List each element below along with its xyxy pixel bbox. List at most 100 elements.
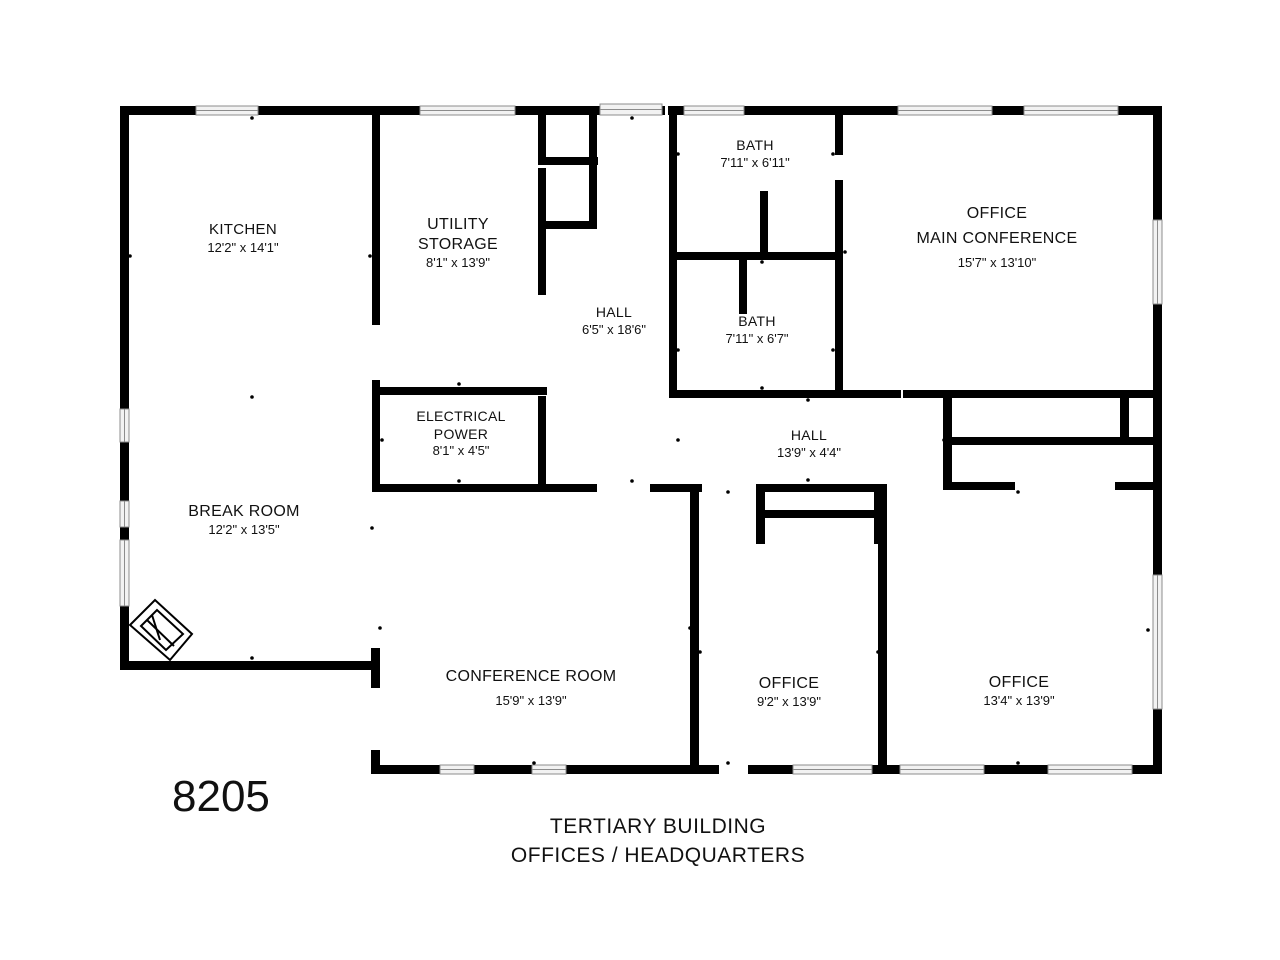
wall-segment — [756, 484, 883, 492]
wall-segment — [669, 115, 677, 398]
room-name: MAIN CONFERENCE — [916, 230, 1078, 247]
room-dimensions: 13'4" x 13'9" — [983, 693, 1055, 708]
door-mark — [806, 398, 810, 402]
wall-segment — [760, 191, 768, 260]
door-mark — [457, 382, 461, 386]
door-mark — [676, 438, 680, 442]
room-dimensions: 8'1" x 13'9" — [425, 255, 491, 270]
wall-segment — [739, 258, 747, 314]
room-name: HALL — [595, 304, 633, 320]
door-mark — [676, 152, 680, 156]
door-mark — [676, 348, 680, 352]
room-dimensions: 9'2" x 13'9" — [756, 694, 822, 709]
wall-segment — [538, 115, 546, 157]
door-mark — [876, 650, 880, 654]
door-mark — [806, 478, 810, 482]
wall-segment — [372, 115, 380, 325]
door-mark — [542, 250, 546, 254]
door-mark — [726, 490, 730, 494]
room-dimensions: 7'11" x 6'11" — [720, 154, 790, 170]
room-label-office-right: OFFICE 13'4" x 13'9" — [983, 673, 1054, 709]
wall-segment — [835, 180, 843, 395]
room-dimensions: 7'11" x 6'7" — [725, 330, 789, 346]
door-mark — [250, 656, 254, 660]
room-dimensions: 15'7" x 13'10" — [957, 255, 1037, 270]
door-mark — [532, 761, 536, 765]
door-mark — [831, 348, 835, 352]
room-label-bath-top: BATH 7'11" x 6'11" — [720, 137, 789, 171]
building-number: 8205 — [172, 772, 270, 821]
door-mark — [630, 116, 634, 120]
room-label-utility-storage: UTILITY STORAGE 8'1" x 13'9" — [418, 215, 498, 271]
wall-segment — [669, 390, 901, 398]
plan-caption: TERTIARY BUILDING OFFICES / HEADQUARTERS — [511, 812, 805, 870]
door-mark — [726, 761, 730, 765]
room-label-hall-vertical: HALL 6'5" x 18'6" — [582, 304, 646, 338]
wall-segment — [1115, 482, 1161, 490]
door-mark — [457, 479, 461, 483]
door-mark — [378, 626, 382, 630]
room-name: BATH — [736, 137, 774, 153]
wall-segment — [943, 482, 1015, 490]
room-label-break-room: BREAK ROOM 12'2" x 13'5" — [188, 502, 299, 538]
door-mark — [534, 488, 538, 492]
door-mark — [250, 116, 254, 120]
door-mark — [370, 526, 374, 530]
room-label-conference-room: CONFERENCE ROOM 15'9" x 13'9" — [446, 667, 617, 709]
wall-segment — [120, 106, 665, 115]
room-name: OFFICE — [966, 205, 1028, 222]
door-mark — [1016, 761, 1020, 765]
wall-segment — [878, 484, 887, 774]
room-dimensions: 15'9" x 13'9" — [495, 693, 567, 708]
door-mark — [942, 438, 946, 442]
room-name: UTILITY — [427, 216, 489, 233]
wall-segment — [120, 661, 380, 670]
wall-segment — [371, 648, 380, 688]
wall-segment — [943, 437, 1153, 445]
room-label-main-conference: OFFICE MAIN CONFERENCE 15'7" x 13'10" — [917, 204, 1078, 271]
door-mark — [698, 650, 702, 654]
room-dimensions: 8'1" x 4'5" — [432, 443, 490, 458]
room-dimensions: 12'2" x 14'1" — [207, 239, 279, 255]
wall-segment — [650, 484, 702, 492]
caption-line-2: OFFICES / HEADQUARTERS — [510, 844, 806, 867]
wall-segment — [371, 750, 380, 774]
room-name: HALL — [790, 427, 828, 443]
door-mark — [831, 152, 835, 156]
wall-segment — [903, 390, 1153, 398]
door-mark — [368, 254, 372, 258]
room-label-hall-horizontal: HALL 13'9" x 4'4" — [777, 427, 841, 461]
door-mark — [1158, 486, 1162, 490]
room-name: ELECTRICAL — [416, 408, 506, 424]
door-mark — [760, 386, 764, 390]
door-mark — [1146, 628, 1150, 632]
door-mark — [760, 260, 764, 264]
wall-segment — [538, 396, 546, 492]
room-name: CONFERENCE ROOM — [445, 668, 617, 685]
wall-segment — [1120, 390, 1129, 445]
fireplace-icon — [128, 598, 194, 662]
room-dimensions: 6'5" x 18'6" — [581, 321, 647, 337]
wall-segment — [120, 106, 129, 412]
wall-segment — [1153, 106, 1162, 774]
wall-segment — [538, 168, 546, 295]
door-mark — [380, 438, 384, 442]
room-name: KITCHEN — [209, 221, 277, 238]
caption-line-1: TERTIARY BUILDING — [549, 815, 767, 838]
wall-segment — [545, 221, 597, 229]
room-name: BATH — [738, 313, 776, 329]
room-dimensions: 13'9" x 4'4" — [776, 444, 842, 460]
wall-segment — [756, 510, 883, 518]
room-name: POWER — [433, 425, 489, 442]
room-label-bath-lower: BATH 7'11" x 6'7" — [725, 313, 788, 347]
wall-segment — [372, 484, 597, 492]
door-mark — [128, 254, 132, 258]
wall-segment — [372, 387, 547, 395]
door-marks — [128, 116, 1162, 765]
room-label-electrical-power: ELECTRICAL POWER 8'1" x 4'5" — [416, 408, 505, 459]
door-mark — [1016, 490, 1020, 494]
room-label-kitchen: KITCHEN 12'2" x 14'1" — [207, 221, 278, 256]
room-label-office-middle: OFFICE 9'2" x 13'9" — [757, 674, 821, 710]
door-mark — [688, 626, 692, 630]
